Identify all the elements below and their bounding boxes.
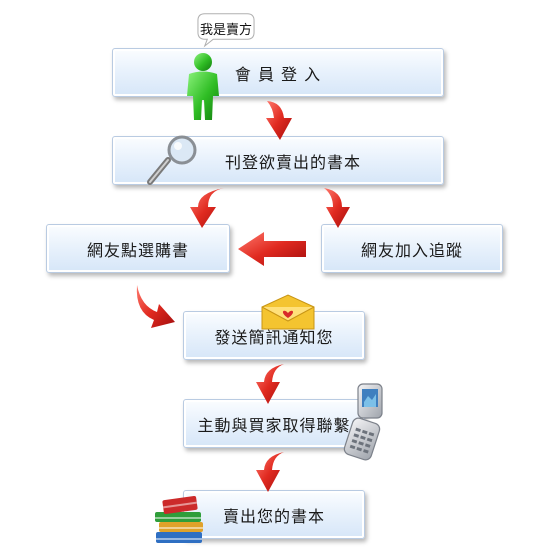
step-label: 刊登欲賣出的書本: [224, 152, 361, 172]
step-label: 主動與買家取得聯繫: [197, 415, 351, 435]
mobile-phone-icon: [343, 383, 383, 461]
step-contact-buyer: 主動與買家取得聯繫: [183, 399, 365, 448]
arrow-login-to-list: [266, 101, 292, 140]
magnifier-search-icon: [147, 135, 197, 185]
arrow-list-to-follow: [324, 188, 350, 228]
step-label: 會 員 登 入: [234, 64, 322, 84]
book-stack-icon: [155, 495, 203, 543]
step-sell-book: 賣出您的書本: [183, 490, 365, 539]
step-buyer-select: 網友點選購書: [46, 224, 230, 273]
arrow-select-to-sms: [136, 285, 175, 328]
arrow-contact-to-sell: [256, 452, 284, 492]
user-person-icon: [187, 53, 219, 120]
step-member-login: 會 員 登 入: [112, 48, 444, 97]
speech-bubble: [197, 13, 255, 48]
envelope-mail-icon: [261, 294, 315, 330]
speech-bubble-text: 我是賣方: [199, 23, 252, 38]
step-label: 網友點選購書: [86, 240, 189, 260]
arrow-list-to-select: [190, 188, 224, 228]
arrow-sms-to-contact: [256, 364, 284, 404]
step-label: 網友加入追蹤: [360, 240, 463, 260]
step-label: 賣出您的書本: [222, 506, 325, 526]
step-label: 發送簡訊通知您: [214, 327, 334, 347]
arrow-follow-to-select: [238, 232, 306, 266]
step-buyer-follow: 網友加入追蹤: [321, 224, 503, 273]
